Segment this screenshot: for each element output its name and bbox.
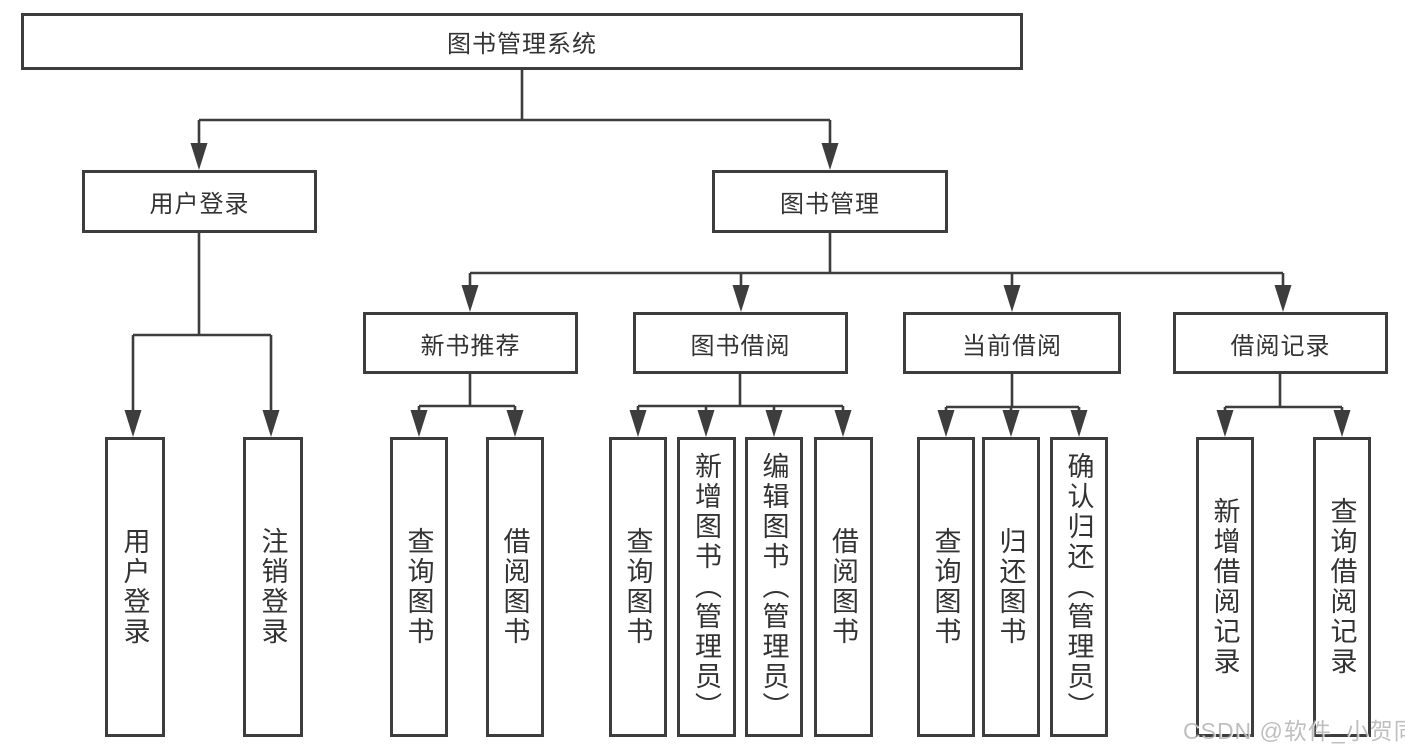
node-current-borrow: 当前借阅 [903,312,1121,374]
leaf-query-books-recommend-label: 查询图书 [403,527,434,647]
leaf-borrow-books-recommend-label: 借阅图书 [499,527,530,647]
leaf-borrow-books-label: 借阅图书 [828,527,858,647]
node-book-borrow-label: 图书借阅 [690,332,791,360]
leaf-query-borrow-record-label: 查询借阅记录 [1326,497,1357,677]
leaf-return-books-label: 归还图书 [995,527,1026,647]
leaf-add-borrow-record: 新增借阅记录 [1196,437,1254,737]
leaf-query-books-current: 查询图书 [917,437,975,737]
node-borrow-records-label: 借阅记录 [1230,332,1331,360]
node-new-book-recommend-label: 新书推荐 [420,332,521,360]
leaf-borrow-books-recommend: 借阅图书 [486,437,544,737]
leaf-query-books-borrow-label: 查询图书 [622,527,653,647]
arrowheads [124,143,1351,437]
leaf-query-books-borrow: 查询图书 [609,437,667,737]
leaf-add-books-admin: 新增图书（管理员） [677,437,736,737]
leaf-return-books: 归还图书 [982,437,1040,737]
leaf-confirm-return-admin: 确认归还（管理员） [1050,437,1108,737]
leaf-logout-label: 注销登录 [257,527,288,647]
leaf-user-login: 用户登录 [105,437,165,737]
node-library-system-label: 图书管理系统 [447,31,597,58]
leaf-confirm-return-admin-label: 确认归还（管理员） [1063,452,1094,722]
leaf-add-borrow-record-label: 新增借阅记录 [1209,497,1240,677]
leaf-query-books-recommend: 查询图书 [390,437,448,737]
csdn-watermark: CSDN @软件_小贺同学 [1183,718,1405,744]
leaf-borrow-books: 借阅图书 [814,437,873,737]
leaf-user-login-label: 用户登录 [119,527,150,647]
leaf-edit-books-admin: 编辑图书（管理员） [745,437,803,737]
node-new-book-recommend: 新书推荐 [363,312,578,374]
node-book-management: 图书管理 [712,170,948,233]
node-current-borrow-label: 当前借阅 [962,332,1062,360]
leaf-query-borrow-record: 查询借阅记录 [1313,437,1371,737]
node-user-login: 用户登录 [82,170,317,233]
leaf-logout: 注销登录 [243,437,303,737]
leaf-query-books-current-label: 查询图书 [930,527,961,647]
leaf-edit-books-admin-label: 编辑图书（管理员） [758,452,789,722]
node-book-borrow: 图书借阅 [633,312,848,374]
node-borrow-records: 借阅记录 [1173,312,1388,374]
node-book-management-label: 图书管理 [780,191,880,218]
node-user-login-label: 用户登录 [149,191,250,218]
node-library-system: 图书管理系统 [21,13,1023,70]
leaf-add-books-admin-label: 新增图书（管理员） [691,452,721,722]
